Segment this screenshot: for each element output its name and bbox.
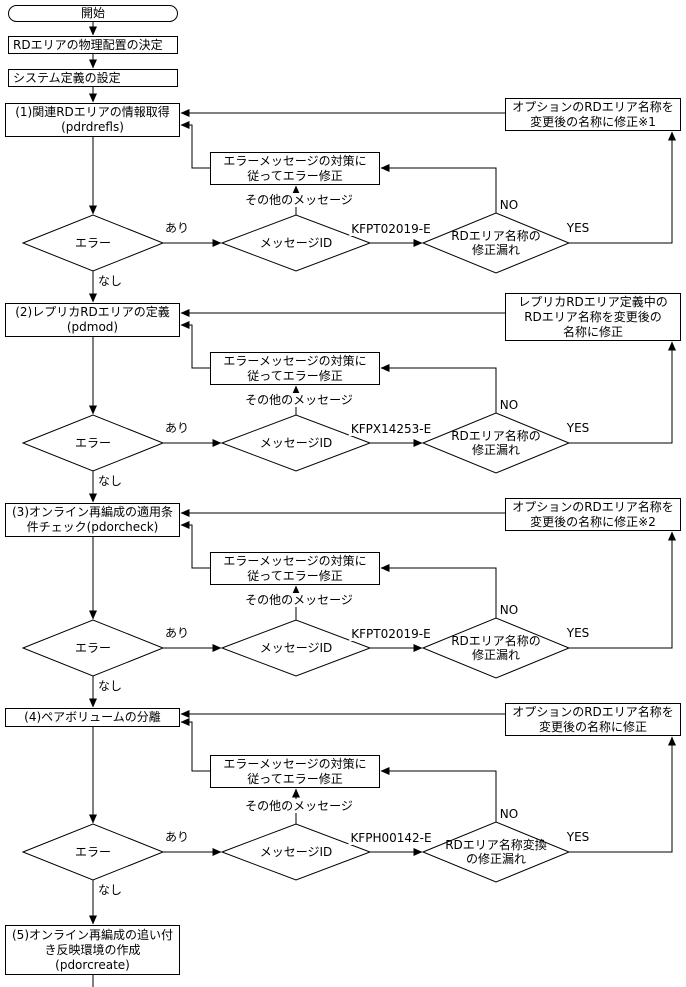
- error-fix-box-4: エラーメッセージの対策に 従ってエラー修正: [210, 755, 380, 788]
- check-decision-shape-4: [421, 821, 571, 883]
- branch-ari-label-1: あり: [162, 221, 192, 235]
- branch-yes-label-3: YES: [564, 626, 592, 640]
- decision-check-label-1: RDエリア名称の 修正漏れ: [451, 229, 541, 257]
- branch-yes-label-1: YES: [564, 221, 592, 235]
- other-message-label-1: その他のメッセージ: [243, 193, 355, 207]
- fix-box-3: オプションのRDエリア名称を 変更後の名称に修正※2: [505, 498, 681, 531]
- branch-nashi-label-4: なし: [95, 883, 125, 897]
- other-message-label-3: その他のメッセージ: [243, 593, 355, 607]
- branch-no-label-1: NO: [497, 198, 521, 212]
- fix-box-1: オプションのRDエリア名称を 変更後の名称に修正※1: [505, 98, 681, 131]
- error-decision-shape-4: [21, 823, 165, 881]
- start-node: 開始: [8, 5, 178, 22]
- error-fix-box-1: エラーメッセージの対策に 従ってエラー修正: [210, 152, 380, 185]
- check-decision-shape-2: [421, 412, 571, 474]
- branch-no-label-2: NO: [497, 398, 521, 412]
- message-code-label-4: KFPH00142-E: [348, 831, 434, 845]
- process-step-5: (5)オンライン再編成の追い付 き反映環境の作成 (pdorcreate): [5, 925, 180, 975]
- error-decision-shape-3: [21, 619, 165, 677]
- process-step-1: (1)関連RDエリアの情報取得 (pdrdrefls): [5, 103, 180, 137]
- check-decision-shape-3: [421, 617, 571, 679]
- decision-message-id-label-2: メッセージID: [259, 436, 333, 450]
- message-id-decision-shape-1: [220, 214, 372, 272]
- decision-check-label-2: RDエリア名称の 修正漏れ: [451, 429, 541, 457]
- decision-message-id-label-4: メッセージID: [259, 845, 333, 859]
- decision-error-label-1: エラー: [74, 236, 112, 250]
- process-physical-placement: RDエリアの物理配置の決定: [8, 36, 178, 54]
- branch-ari-label-2: あり: [162, 421, 192, 435]
- process-step-3: (3)オンライン再編成の適用条 件チェック(pdorcheck): [5, 503, 180, 537]
- check-decision-shape-1: [421, 212, 571, 274]
- branch-no-label-3: NO: [497, 603, 521, 617]
- message-code-label-2: KFPX14253-E: [348, 422, 434, 436]
- error-fix-box-3: エラーメッセージの対策に 従ってエラー修正: [210, 552, 380, 585]
- process-step-2: (2)レプリカRDエリアの定義 (pdmod): [5, 303, 180, 337]
- branch-no-label-4: NO: [497, 807, 521, 821]
- message-code-label-3: KFPT02019-E: [349, 627, 433, 641]
- other-message-label-4: その他のメッセージ: [243, 799, 355, 813]
- branch-yes-label-4: YES: [564, 830, 592, 844]
- branch-nashi-label-1: なし: [95, 274, 125, 288]
- decision-check-label-3: RDエリア名称の 修正漏れ: [451, 634, 541, 662]
- process-system-definition: システム定義の設定: [8, 69, 178, 87]
- decision-check-label-4: RDエリア名称変換 の修正漏れ: [445, 838, 547, 866]
- error-decision-shape-1: [21, 214, 165, 272]
- message-code-label-1: KFPT02019-E: [349, 222, 433, 236]
- branch-ari-label-4: あり: [162, 830, 192, 844]
- branch-yes-label-2: YES: [564, 421, 592, 435]
- message-id-decision-shape-2: [220, 414, 372, 472]
- error-fix-box-2: エラーメッセージの対策に 従ってエラー修正: [210, 352, 380, 385]
- decision-message-id-label-1: メッセージID: [259, 236, 333, 250]
- decision-shapes: [21, 212, 571, 883]
- fix-box-2: レプリカRDエリア定義中の RDエリア名称を変更後の 名称に修正: [505, 293, 681, 341]
- decision-error-label-2: エラー: [74, 436, 112, 450]
- decision-error-label-3: エラー: [74, 641, 112, 655]
- connector-lines: [89, 22, 676, 987]
- decision-message-id-label-3: メッセージID: [259, 641, 333, 655]
- decision-error-label-4: エラー: [74, 845, 112, 859]
- message-id-decision-shape-3: [220, 619, 372, 677]
- error-decision-shape-2: [21, 414, 165, 472]
- other-message-label-2: その他のメッセージ: [243, 393, 355, 407]
- fix-box-4: オプションのRDエリア名称を 変更後の名称に修正: [505, 703, 681, 736]
- branch-ari-label-3: あり: [162, 626, 192, 640]
- branch-nashi-label-3: なし: [95, 679, 125, 693]
- message-id-decision-shape-4: [220, 823, 372, 881]
- branch-nashi-label-2: なし: [95, 474, 125, 488]
- process-step-4: (4)ペアボリュームの分離: [5, 708, 180, 727]
